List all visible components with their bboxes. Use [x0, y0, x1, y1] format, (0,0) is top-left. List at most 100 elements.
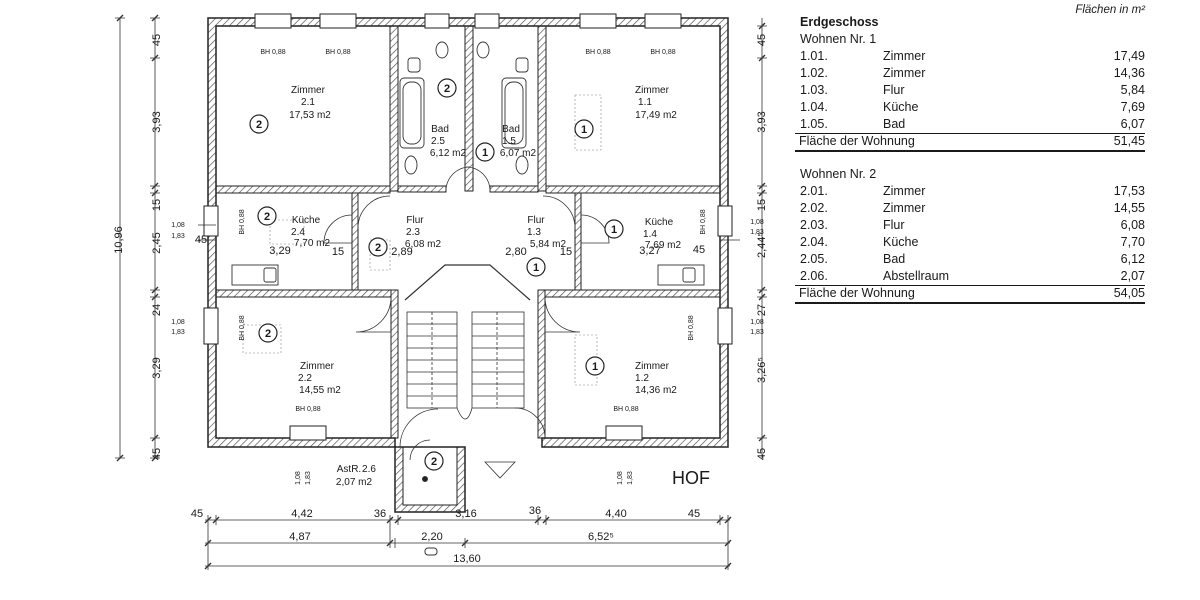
room-name: Zimmer	[883, 201, 926, 215]
window-sill-label: BH 0,88	[260, 49, 285, 56]
unit-marker-label: 1	[482, 147, 488, 159]
dim-small-1: 15	[332, 246, 344, 258]
dim-right-0: 45	[756, 34, 768, 46]
room-2-2-name: Zimmer	[300, 361, 335, 372]
dim-bottom-total: 13,60	[453, 553, 481, 565]
room-name: Bad	[883, 252, 906, 266]
ceiling-markers	[242, 94, 602, 386]
room-name: Zimmer	[883, 66, 926, 80]
room-name: Zimmer	[883, 49, 926, 63]
unit-marker-label: 1	[611, 224, 617, 236]
dim-right-5: 3,26⁵	[756, 357, 768, 383]
room-number: 1.02.	[800, 66, 828, 80]
room-1-1-name: Zimmer	[635, 85, 670, 96]
floor-title: Erdgeschoss	[800, 15, 879, 29]
dim-bottom-6: 45	[688, 508, 700, 520]
unit-marker-label: 2	[264, 211, 270, 223]
dim-bottom-2: 36	[374, 508, 386, 520]
kitchen-width-1: 3,27	[639, 245, 660, 257]
dim-left-1: 3,93	[151, 111, 163, 132]
room-number: 2.03.	[800, 218, 828, 232]
unit-marker-label: 2	[256, 119, 262, 131]
room-2-1-area: 17,53 m2	[289, 110, 331, 121]
floor-plan: Zimmer 2.1 17,53 m2 Zimmer 1.1 17,49 m2 …	[113, 13, 768, 570]
room-2-1-id: 2.1	[301, 97, 315, 108]
dim-right-4: 27	[756, 304, 768, 316]
window-width-label: 1,08	[295, 471, 302, 485]
window-sill-label: BH 0,88	[239, 209, 246, 234]
unit-marker-label: 2	[375, 242, 381, 254]
room-number: 2.06.	[800, 269, 828, 283]
room-2-4-name: Küche	[292, 215, 321, 226]
dim-right-3: 2,44⁵	[756, 232, 768, 258]
room-number: 2.05.	[800, 252, 828, 266]
window-sill-label: BH 0,88	[688, 315, 695, 340]
room-2-2-id: 2.2	[298, 373, 312, 384]
unit-marker-label: 2	[265, 328, 271, 340]
room-number: 1.01.	[800, 49, 828, 63]
room-1-5-name: Bad	[502, 124, 520, 135]
yard-label: HOF	[672, 468, 710, 488]
room-number: 1.03.	[800, 83, 828, 97]
area-unit-note: Flächen in m²	[1075, 4, 1145, 16]
window-height-label: 1,83	[305, 471, 312, 485]
room-1-1-area: 17,49 m2	[635, 110, 677, 121]
room-area: 17,53	[1113, 184, 1145, 198]
dim-left-6: 45	[151, 448, 163, 460]
room-area: 7,70	[1120, 235, 1145, 249]
dim-bottom-0: 45	[191, 508, 203, 520]
room-1-4-id: 1.4	[643, 229, 657, 240]
interior-walls	[215, 25, 721, 439]
room-1-2-id: 1.2	[635, 373, 649, 384]
room-1-4-name: Küche	[645, 217, 674, 228]
apartment-title: Wohnen Nr. 1	[800, 32, 877, 46]
window-sill-label: BH 0,88	[650, 49, 675, 56]
room-2-1-name: Zimmer	[291, 85, 326, 96]
room-area: 6,12	[1120, 252, 1145, 266]
unit-marker-label: 2	[444, 83, 450, 95]
dim-bottom-row2-2: 6,52⁵	[588, 531, 614, 543]
window-width-label: 1,08	[171, 319, 185, 326]
windows	[203, 13, 733, 441]
room-2-4-area: 7,70 m2	[294, 238, 331, 249]
window-height-label: 1,83	[750, 329, 764, 336]
window-sill-label: BH 0,88	[325, 49, 350, 56]
window-sill-label: BH 0,88	[700, 209, 707, 234]
hall-width-1: 2,80	[505, 246, 526, 258]
room-area: 14,55	[1113, 201, 1145, 215]
dim-bottom-5: 4,40	[605, 508, 626, 520]
room-area: 14,36	[1113, 66, 1145, 80]
table-row: 1.02. Zimmer 14,36	[795, 65, 1145, 82]
room-area: 5,84	[1120, 83, 1145, 97]
window-width-label: 1,08	[750, 319, 764, 326]
room-area: 6,07	[1120, 117, 1145, 131]
window-sill-label: BH 0,88	[295, 406, 320, 413]
drain-symbol	[422, 476, 438, 556]
dim-left-total: 10,96	[113, 226, 125, 254]
room-name: Flur	[883, 218, 905, 232]
window-height-label: 1,83	[750, 229, 764, 236]
dim-right-2: 15	[756, 199, 768, 211]
room-2-5-name: Bad	[431, 124, 449, 135]
room-1-1-id: 1.1	[638, 97, 652, 108]
room-1-2-name: Zimmer	[635, 361, 670, 372]
dim-bottom-1: 4,42	[291, 508, 312, 520]
room-number: 2.02.	[800, 201, 828, 215]
dim-bottom-row2-0: 4,87	[289, 531, 310, 543]
dim-left-3: 2,45	[151, 232, 163, 253]
hall-width-2: 2,89	[391, 246, 412, 258]
door-swings	[323, 166, 610, 461]
room-1-5-area: 6,07 m2	[500, 148, 537, 159]
room-2-6-id: 2.6	[362, 464, 376, 475]
room-2-4-id: 2.4	[291, 227, 305, 238]
room-name: Küche	[883, 100, 919, 114]
dim-small-0: 45	[195, 234, 207, 246]
